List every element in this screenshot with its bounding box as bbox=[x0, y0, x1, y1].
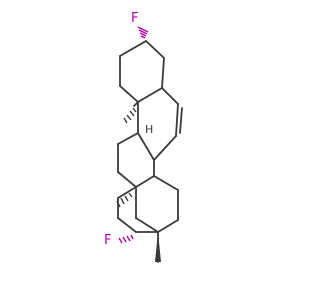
methyl-wedge-bottom bbox=[155, 232, 161, 262]
ring-a bbox=[119, 40, 165, 103]
fluorine-top-hash bbox=[137, 26, 149, 39]
ring-c bbox=[117, 132, 155, 188]
hydrogen-label: H bbox=[145, 123, 153, 136]
fluorine-top-label: F bbox=[131, 11, 138, 26]
fluorine-bottom-hash bbox=[118, 234, 134, 244]
solid-wedge-methyl bbox=[155, 232, 161, 262]
ring-lower-left bbox=[117, 186, 159, 233]
ring-d bbox=[135, 175, 179, 233]
ring-b bbox=[137, 87, 183, 161]
molecule-structure: F F H bbox=[104, 11, 183, 263]
fluorine-bottom-label: F bbox=[104, 233, 111, 248]
molecule-canvas: F F H bbox=[104, 11, 183, 263]
methyl-c13 bbox=[116, 192, 133, 208]
methyl-c10 bbox=[123, 101, 139, 124]
hash-wedge-methyl-top bbox=[123, 117, 128, 124]
